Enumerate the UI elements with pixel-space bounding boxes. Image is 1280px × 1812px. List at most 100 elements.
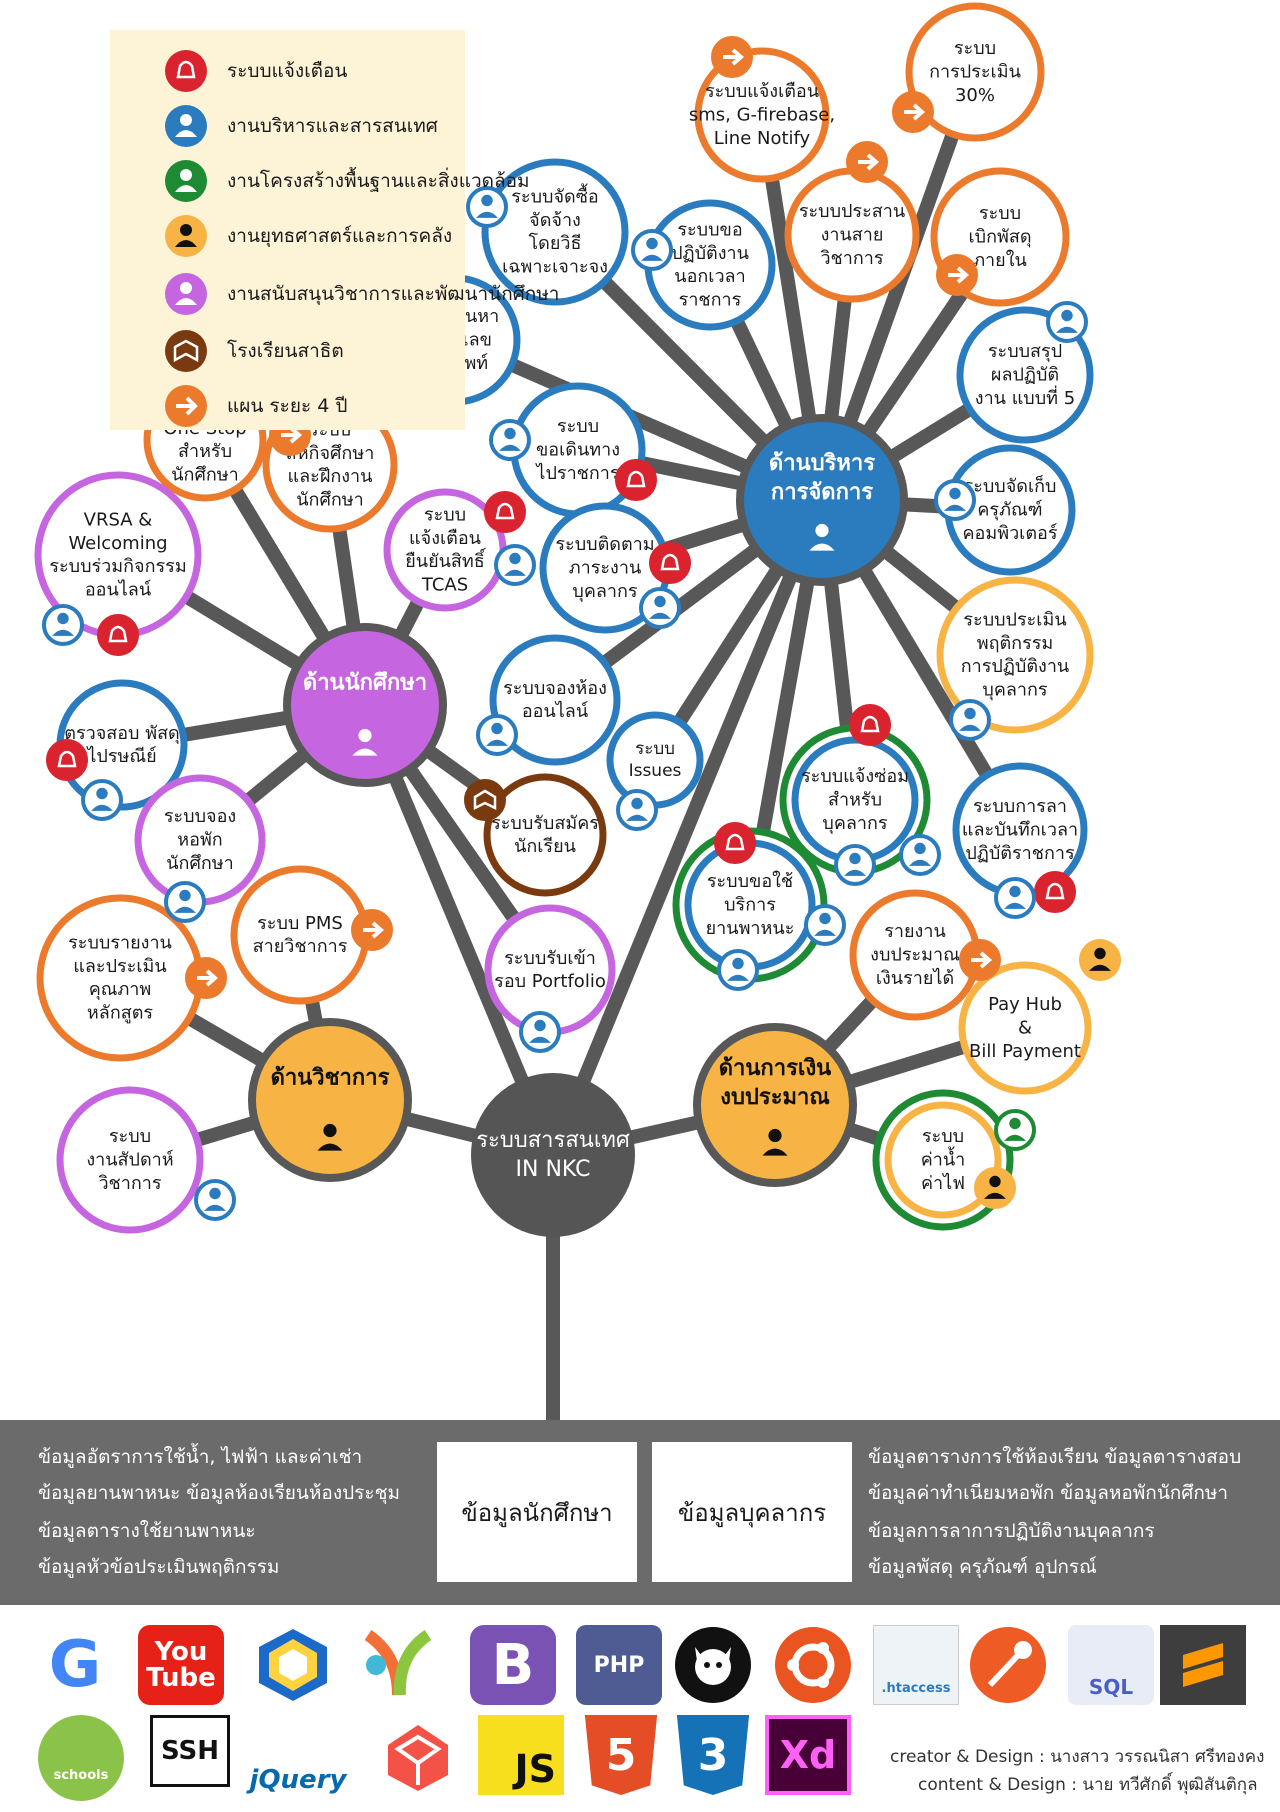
legend: ระบบแจ้งเตือน งานบริหารและสารสนเทศ งานโค… xyxy=(110,30,559,430)
legend-label: แผน ระยะ 4 ปี xyxy=(227,395,348,417)
person-icon xyxy=(809,523,835,551)
system-node[interactable]: ตรวจสอบ พัสดุไปรษณีย์ xyxy=(56,679,188,811)
center-label: ระบบสารสนเทศ xyxy=(476,1128,630,1153)
bell-icon xyxy=(165,50,207,92)
system-node-label: ปฏิบัติราชการ xyxy=(965,843,1075,864)
person-icon xyxy=(519,1011,561,1053)
person-icon xyxy=(466,186,508,228)
ssh-logo: SSH xyxy=(150,1715,230,1787)
personnel-data-box: ข้อมูลบุคลากร xyxy=(652,1442,852,1582)
person-icon xyxy=(974,1167,1016,1209)
system-node-label: ระบบ xyxy=(557,416,599,437)
legend-item-student-affairs: งานสนับสนุนวิชาการและพัฒนานักศึกษา xyxy=(165,273,559,315)
system-node-label: ระบบจองห้อง xyxy=(503,678,607,699)
hub-label: งบประมาณ xyxy=(720,1085,830,1110)
system-node-label: ระบบประเมิน xyxy=(963,609,1066,630)
system-node-label: จัดจ้าง xyxy=(529,210,581,231)
system-node[interactable]: ระบบจัดเก็บครุภัณฑ์คอมพิวเตอร์ xyxy=(944,444,1076,576)
footer-right-text: ข้อมูลพัสดุ ครุภัณฑ์ อุปกรณ์ xyxy=(868,1556,1097,1578)
book-icon xyxy=(165,330,207,372)
system-node[interactable]: ระบบแจ้งเตือนยืนยันสิทธิ์TCAS xyxy=(383,488,507,612)
legend-item-infrastructure: งานโครงสร้างพื้นฐานและสิ่งแวดล้อม xyxy=(165,160,530,202)
system-node-label: บุคลากร xyxy=(572,581,638,602)
arrow-icon xyxy=(351,909,393,951)
person-icon xyxy=(616,789,658,831)
system-node-label: วิชาการ xyxy=(820,248,883,269)
system-node[interactable]: Pay Hub&Bill Payment xyxy=(958,961,1092,1095)
system-node-label: นักเรียน xyxy=(514,836,576,857)
system-node-label: ยืนยันสิทธิ์ xyxy=(405,547,487,572)
person-icon xyxy=(42,604,84,646)
github-logo xyxy=(670,1625,756,1705)
student-data-box: ข้อมูลนักศึกษา xyxy=(437,1442,637,1582)
css3-logo: 3 xyxy=(676,1715,750,1795)
system-node-label: และฝึกงาน xyxy=(288,466,373,487)
legend-label: งานบริหารและสารสนเทศ xyxy=(227,115,438,137)
system-node-label: บุคลากร xyxy=(822,813,888,834)
arrow-icon xyxy=(711,36,753,78)
laravel-logo xyxy=(375,1715,461,1795)
system-node-label: ระบบรับสมัคร xyxy=(491,813,599,834)
person-icon xyxy=(476,714,518,756)
bell-icon xyxy=(714,822,756,864)
person-icon xyxy=(834,844,876,886)
person-icon xyxy=(165,215,207,257)
footer-left-text: ข้อมูลตารางใช้ยานพาหนะ xyxy=(38,1520,256,1542)
system-node-label: ระบบ xyxy=(979,203,1021,224)
hub-label: ด้านการเงิน xyxy=(719,1056,831,1081)
legend-label: งานโครงสร้างพื้นฐานและสิ่งแวดล้อม xyxy=(227,170,530,192)
system-node-label: สำหรับ xyxy=(828,790,882,811)
bell-icon xyxy=(849,704,891,746)
arrow-icon xyxy=(892,91,934,133)
system-node-label: sms, G-firebase, xyxy=(689,105,835,126)
system-node-label: ออนไลน์ xyxy=(85,579,152,601)
system-node-label: & xyxy=(1018,1018,1032,1039)
system-node-label: Welcoming xyxy=(68,533,167,554)
person-icon xyxy=(81,779,123,821)
system-node-label: งานสัปดาห์ xyxy=(86,1150,173,1171)
ubuntu-logo xyxy=(770,1625,856,1705)
system-node-label: นักศึกษา xyxy=(171,465,239,486)
system-node-label: ระบบ PMS xyxy=(257,913,343,934)
system-node-label: คอมพิวเตอร์ xyxy=(962,523,1057,544)
sublime-logo xyxy=(1160,1625,1246,1705)
hub-label: การจัดการ xyxy=(771,480,873,505)
person-icon xyxy=(631,229,673,271)
person-icon xyxy=(494,544,536,586)
arrow-icon xyxy=(165,385,207,427)
bell-icon xyxy=(615,459,657,501)
system-node-label: ค่าไฟ xyxy=(921,1172,965,1194)
system-node[interactable]: ระบบแจ้งซ่อมสำหรับบุคลากร xyxy=(779,724,931,876)
system-node-label: หลักสูตร xyxy=(87,1003,153,1024)
system-node-label: สำหรับ xyxy=(178,441,232,462)
system-node-label: ระบบจัดซื้อ xyxy=(511,183,598,207)
person-icon xyxy=(934,479,976,521)
system-node[interactable]: ระบบรับสมัครนักเรียน xyxy=(483,773,607,897)
system-node-label: ผลปฏิบัติ xyxy=(991,365,1059,386)
legend-item-demo-school: โรงเรียนสาธิต xyxy=(165,330,344,372)
system-node-label: เบิกพัสดุ xyxy=(968,227,1031,248)
legend-label: งานสนับสนุนวิชาการและพัฒนานักศึกษา xyxy=(227,283,560,305)
credit-content: content & Design : นาย ทวีศักดิ์ พุฒิสัน… xyxy=(918,1775,1258,1795)
credit-creator: creator & Design : นางสาว วรรณนิสา ศรีทอ… xyxy=(890,1747,1265,1767)
footer-right-text: ข้อมูลตารางการใช้ห้องเรียน ข้อมูลตารางสอ… xyxy=(868,1446,1242,1468)
